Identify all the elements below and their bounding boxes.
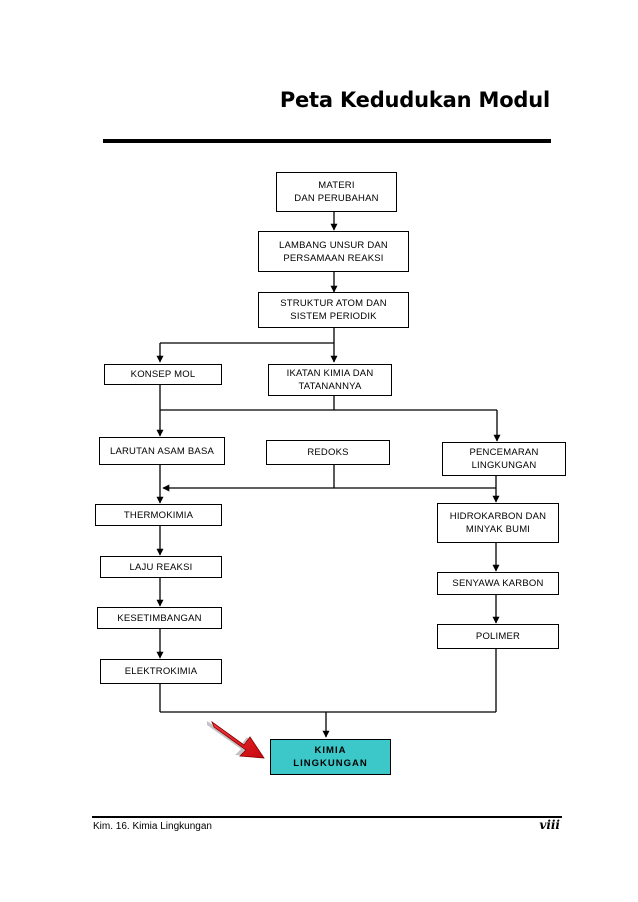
box-kesetimbangan: KESETIMBANGAN (97, 607, 222, 629)
footer-divider (92, 816, 562, 818)
box-kimia-lingkungan: KIMIA LINGKUNGAN (270, 739, 391, 775)
box-thermokimia: THERMOKIMIA (95, 504, 222, 526)
box-polimer: POLIMER (437, 624, 559, 649)
box-laju-reaksi: LAJU REAKSI (100, 556, 222, 578)
page-title: Peta Kedudukan Modul (279, 88, 550, 112)
box-lambang-unsur: LAMBANG UNSUR DAN PERSAMAAN REAKSI (258, 231, 409, 272)
box-konsep-mol: KONSEP MOL (104, 364, 222, 385)
box-ikatan-kimia: IKATAN KIMIA DAN TATANANNYA (268, 364, 392, 396)
box-larutan-asam-basa: LARUTAN ASAM BASA (99, 437, 225, 465)
footer-module-name: Kim. 16. Kimia Lingkungan (93, 821, 212, 832)
box-struktur-atom: STRUKTUR ATOM DAN SISTEM PERIODIK (258, 292, 409, 328)
box-hidrokarbon: HIDROKARBON DAN MINYAK BUMI (437, 503, 559, 543)
title-divider (103, 139, 551, 143)
box-materi: MATERI DAN PERUBAHAN (276, 172, 397, 212)
box-elektrokimia: ELEKTROKIMIA (100, 659, 222, 684)
red-pointer-arrow-icon (207, 720, 265, 759)
box-senyawa-karbon: SENYAWA KARBON (437, 572, 559, 595)
footer-page-number: viii (539, 818, 560, 832)
box-pencemaran: PENCEMARAN LINGKUNGAN (442, 442, 566, 476)
box-redoks: REDOKS (266, 440, 390, 465)
